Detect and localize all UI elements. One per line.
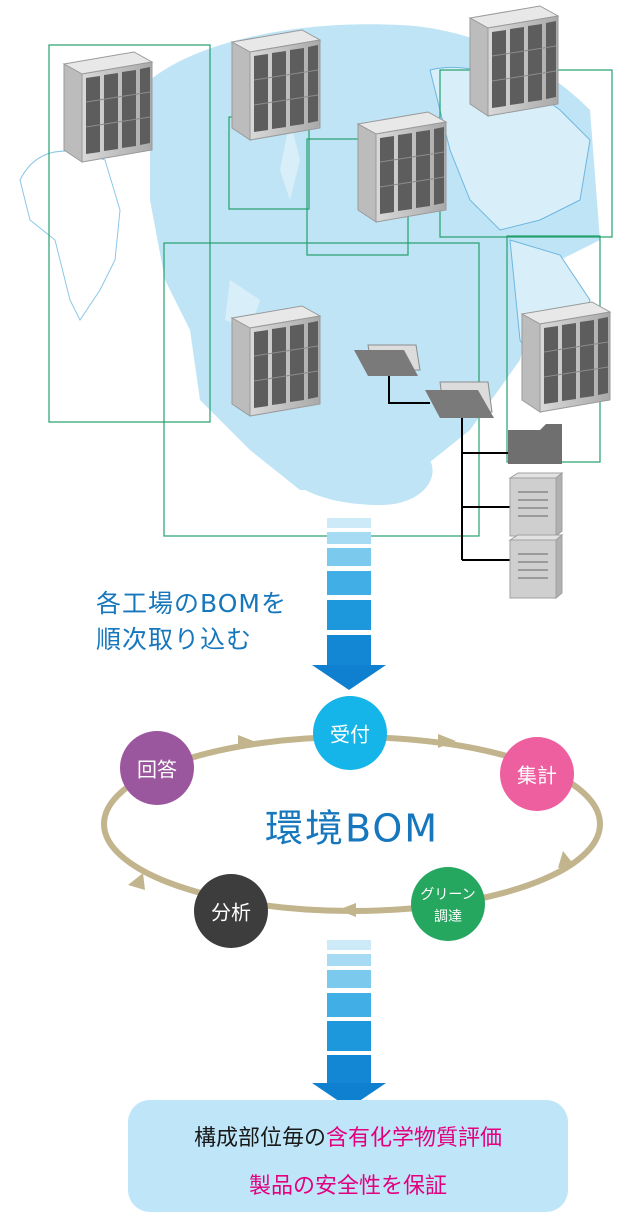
result-arrow bbox=[312, 940, 386, 1108]
import-label-line2: 順次取り込む bbox=[96, 625, 253, 654]
frame-africa-europe bbox=[48, 44, 211, 423]
server-icon bbox=[469, 5, 559, 117]
result-line2: 製品の安全性を保証 bbox=[248, 1174, 447, 1199]
import-label-line1: 各工場のBOMを bbox=[96, 589, 287, 618]
node-aggregate-label: 集計 bbox=[517, 763, 557, 788]
result-line1: 構成部位毎の含有化学物質評価 bbox=[128, 1120, 568, 1152]
result-box: 構成部位毎の含有化学物質評価 製品の安全性を保証 bbox=[128, 1100, 568, 1212]
node-analysis bbox=[194, 874, 268, 948]
folder-tree bbox=[354, 344, 563, 599]
server-icon bbox=[63, 51, 153, 163]
import-arrow bbox=[312, 518, 386, 690]
server-icon bbox=[357, 111, 447, 223]
cycle-title: 環境BOM bbox=[264, 806, 440, 851]
node-analysis-label: 分析 bbox=[211, 900, 251, 925]
node-receive-label: 受付 bbox=[330, 722, 370, 747]
result-line1-prefix: 構成部位毎の bbox=[193, 1126, 326, 1151]
node-answer bbox=[120, 731, 194, 805]
node-green-label-line2: 調達 bbox=[434, 909, 462, 925]
document-icon bbox=[509, 472, 563, 537]
folder-icon bbox=[425, 381, 494, 418]
server-icon bbox=[521, 301, 611, 413]
folder-icon bbox=[354, 344, 421, 376]
node-green-label-line1: グリーン bbox=[420, 887, 476, 903]
folder-icon bbox=[508, 424, 562, 464]
node-answer-label: 回答 bbox=[137, 757, 177, 782]
server-icon bbox=[231, 305, 321, 417]
node-aggregate bbox=[500, 737, 574, 811]
document-icon bbox=[509, 534, 563, 599]
server-icon bbox=[231, 29, 321, 141]
result-line1-highlight: 含有化学物質評価 bbox=[326, 1126, 503, 1151]
node-receive bbox=[313, 696, 387, 770]
node-green-procurement bbox=[411, 867, 485, 941]
